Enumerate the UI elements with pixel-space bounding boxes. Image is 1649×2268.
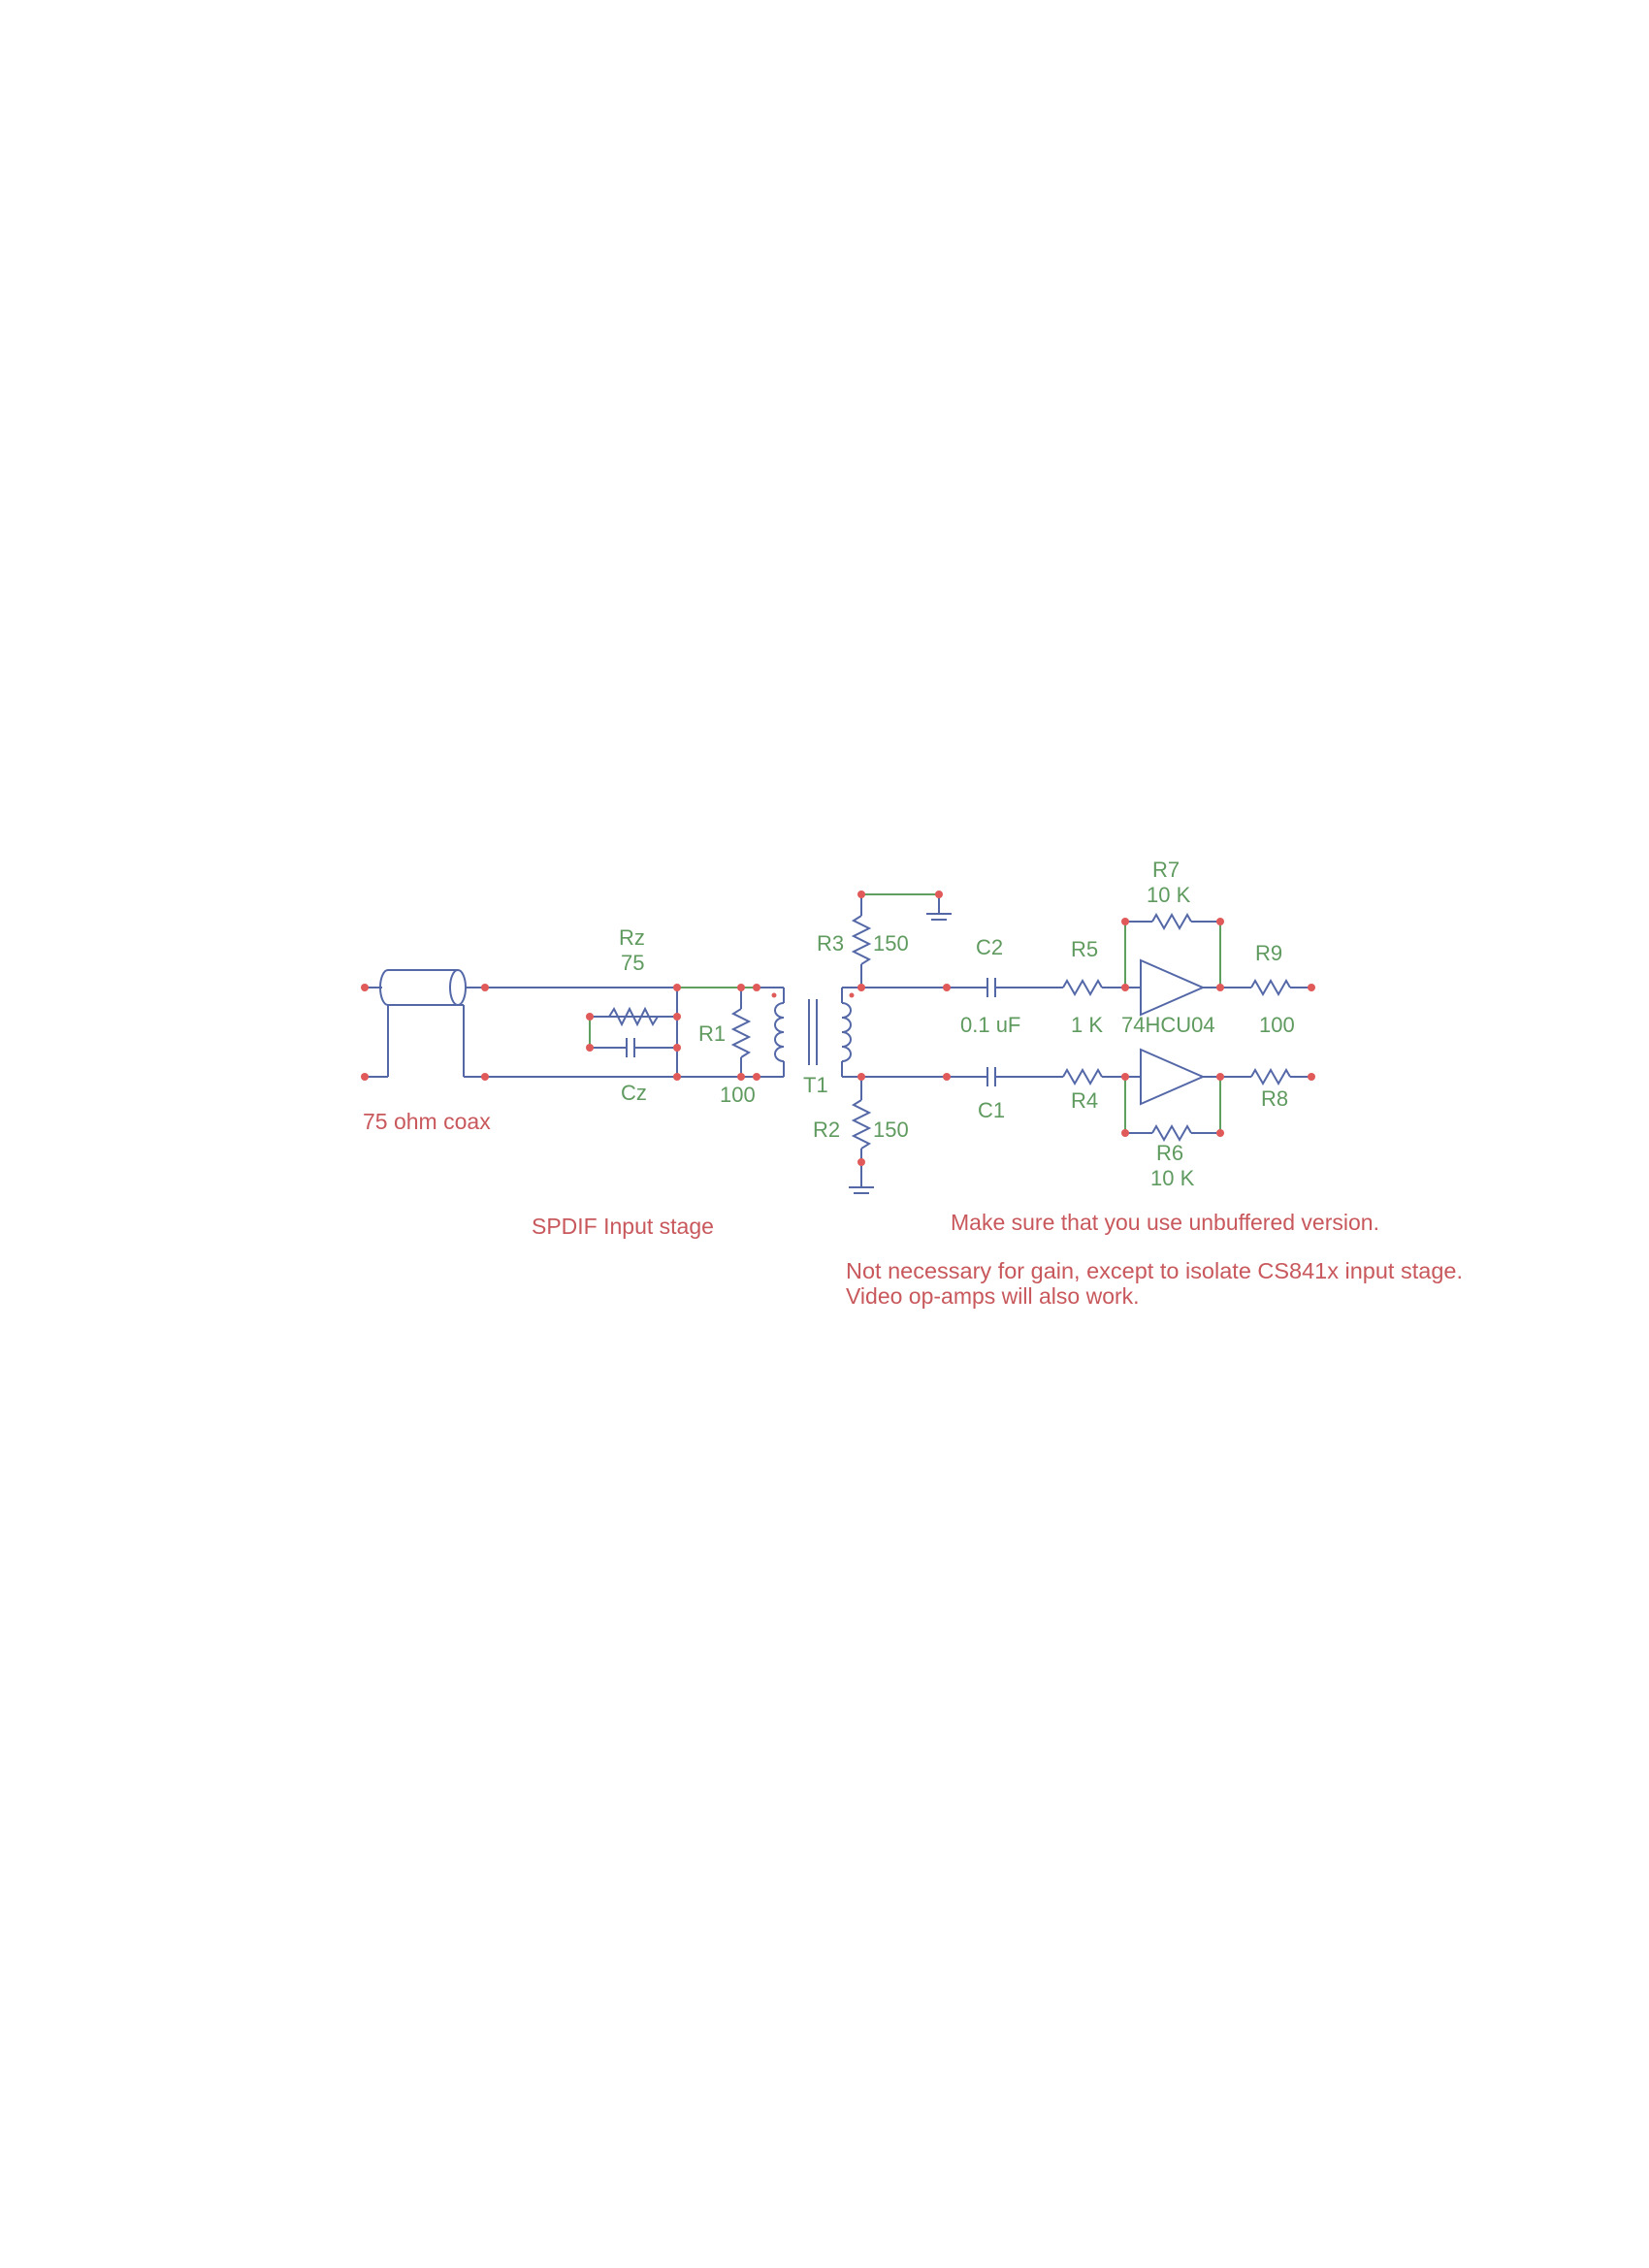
c2-ref: C2 [976, 935, 1003, 959]
r8-ref: R8 [1261, 1086, 1288, 1111]
coax-note: 75 ohm coax [363, 1109, 491, 1134]
coax-connector [365, 969, 485, 1078]
rz-cz-network [589, 988, 678, 1077]
r2-value: 150 [873, 1118, 909, 1142]
resistor-r9 [1220, 978, 1311, 997]
r1-value: 100 [720, 1083, 756, 1107]
r2-ref: R2 [813, 1118, 840, 1142]
t1-ref: T1 [803, 1073, 828, 1097]
r7-value: 10 K [1147, 883, 1191, 907]
r9-value: 100 [1259, 1013, 1295, 1037]
transformer-t1 [771, 988, 855, 1077]
u1-part: 74HCU04 [1121, 1013, 1215, 1037]
stage-note: SPDIF Input stage [532, 1214, 714, 1239]
gain-note-line1: Not necessary for gain, except to isolat… [846, 1258, 1463, 1283]
rz-ref: Rz [619, 925, 645, 950]
r1-shunt [730, 988, 752, 1077]
resistor-r8 [1220, 1067, 1311, 1086]
gain-note-line2: Video op-amps will also work. [846, 1283, 1140, 1309]
r5-value: 1 K [1071, 1013, 1103, 1037]
rz-value: 75 [621, 951, 644, 975]
c2-value: 0.1 uF [960, 1013, 1020, 1037]
connection-nodes [361, 891, 1315, 1166]
r6-value: 10 K [1150, 1166, 1195, 1190]
capacitor-c2 [986, 978, 996, 997]
r4-ref: R4 [1071, 1088, 1098, 1113]
inverter-top [1140, 958, 1220, 1017]
r3-ref: R3 [817, 931, 844, 956]
r9-ref: R9 [1255, 941, 1282, 965]
unbuffered-note: Make sure that you use unbuffered versio… [951, 1210, 1379, 1235]
r2-bias [849, 1077, 874, 1194]
inverter-bottom [1140, 1048, 1220, 1106]
r5-ref: R5 [1071, 937, 1098, 961]
cz-ref: Cz [621, 1081, 647, 1105]
r1-ref: R1 [698, 1021, 726, 1046]
feedback-r7 [1124, 912, 1221, 988]
feedback-r6 [1124, 1077, 1221, 1143]
r7-ref: R7 [1152, 858, 1180, 882]
r3-value: 150 [873, 931, 909, 956]
capacitor-c1 [986, 1067, 996, 1086]
r6-ref: R6 [1156, 1141, 1183, 1165]
c1-ref: C1 [978, 1098, 1005, 1122]
